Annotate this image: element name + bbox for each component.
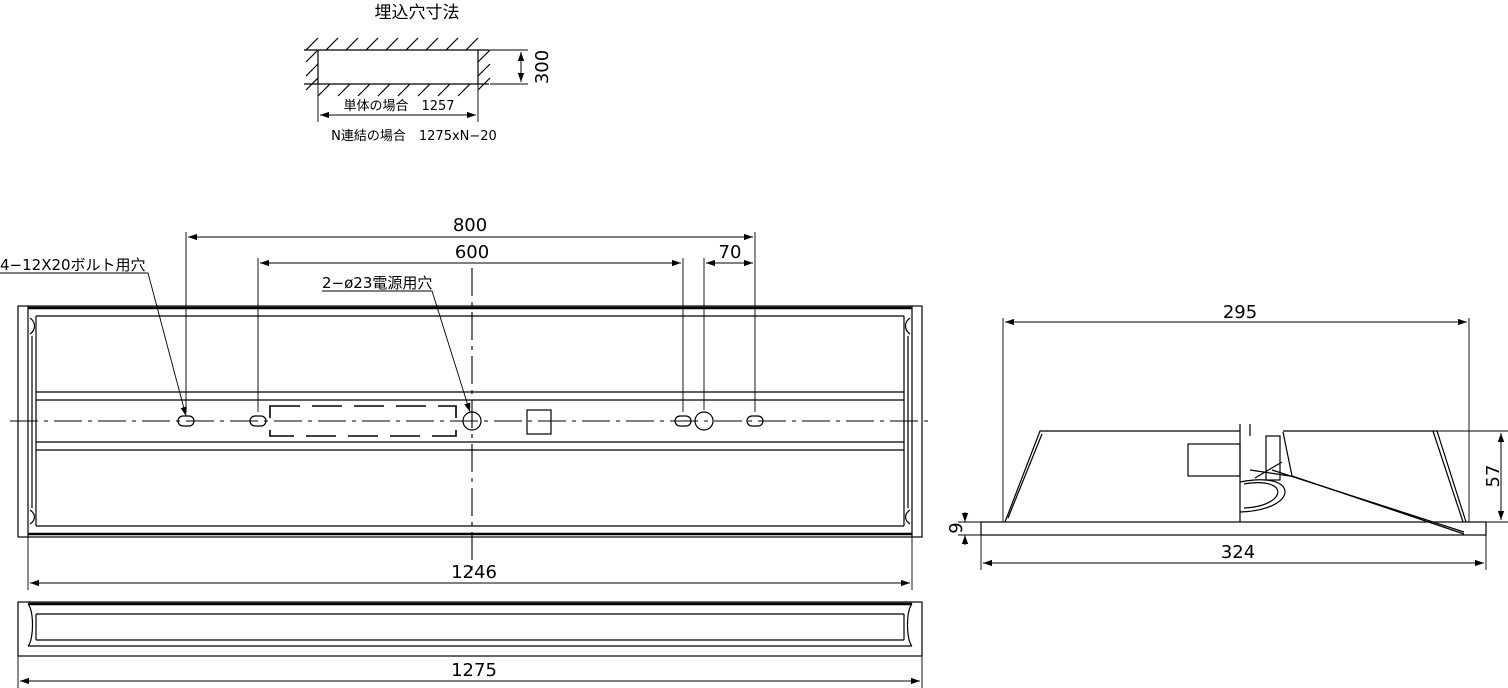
cutout-hatch-sides: [305, 49, 491, 91]
top-view: 800 600 70 4−12X20ボルト用穴 2−ø23電源用穴 1246: [0, 215, 932, 590]
side-view: 295 57 9 324: [946, 302, 1508, 570]
cutout-single-label: 単体の場合 1257: [343, 98, 454, 114]
cutout-hatch-top: [304, 37, 489, 51]
bolt-slot: [249, 415, 267, 427]
cutout-diagram: 埋込穴寸法: [304, 3, 553, 144]
dim-800: 800: [453, 215, 487, 236]
dim-70: 70: [719, 242, 742, 263]
dim-324: 324: [1221, 542, 1255, 563]
power-hole: [694, 411, 714, 431]
cutout-hatch-bottom: [304, 83, 489, 97]
dim-1275: 1275: [451, 660, 497, 681]
bolt-hole-note: 4−12X20ボルト用穴: [0, 256, 146, 274]
bolt-slot: [746, 415, 764, 427]
dim-295: 295: [1223, 302, 1257, 323]
power-hole-note: 2−ø23電源用穴: [322, 274, 432, 292]
power-hole: [462, 411, 482, 431]
cutout-title: 埋込穴寸法: [375, 3, 460, 23]
dim-1246: 1246: [451, 562, 497, 583]
cutout-height-dim: 300: [532, 50, 553, 84]
dim-9: 9: [946, 522, 967, 533]
bolt-slot: [674, 415, 692, 427]
cutout-linked-label: N連結の場合 1275xN−20: [331, 129, 497, 144]
front-view: 1275: [17, 601, 923, 688]
dim-57: 57: [1483, 465, 1504, 488]
dim-600: 600: [455, 242, 489, 263]
